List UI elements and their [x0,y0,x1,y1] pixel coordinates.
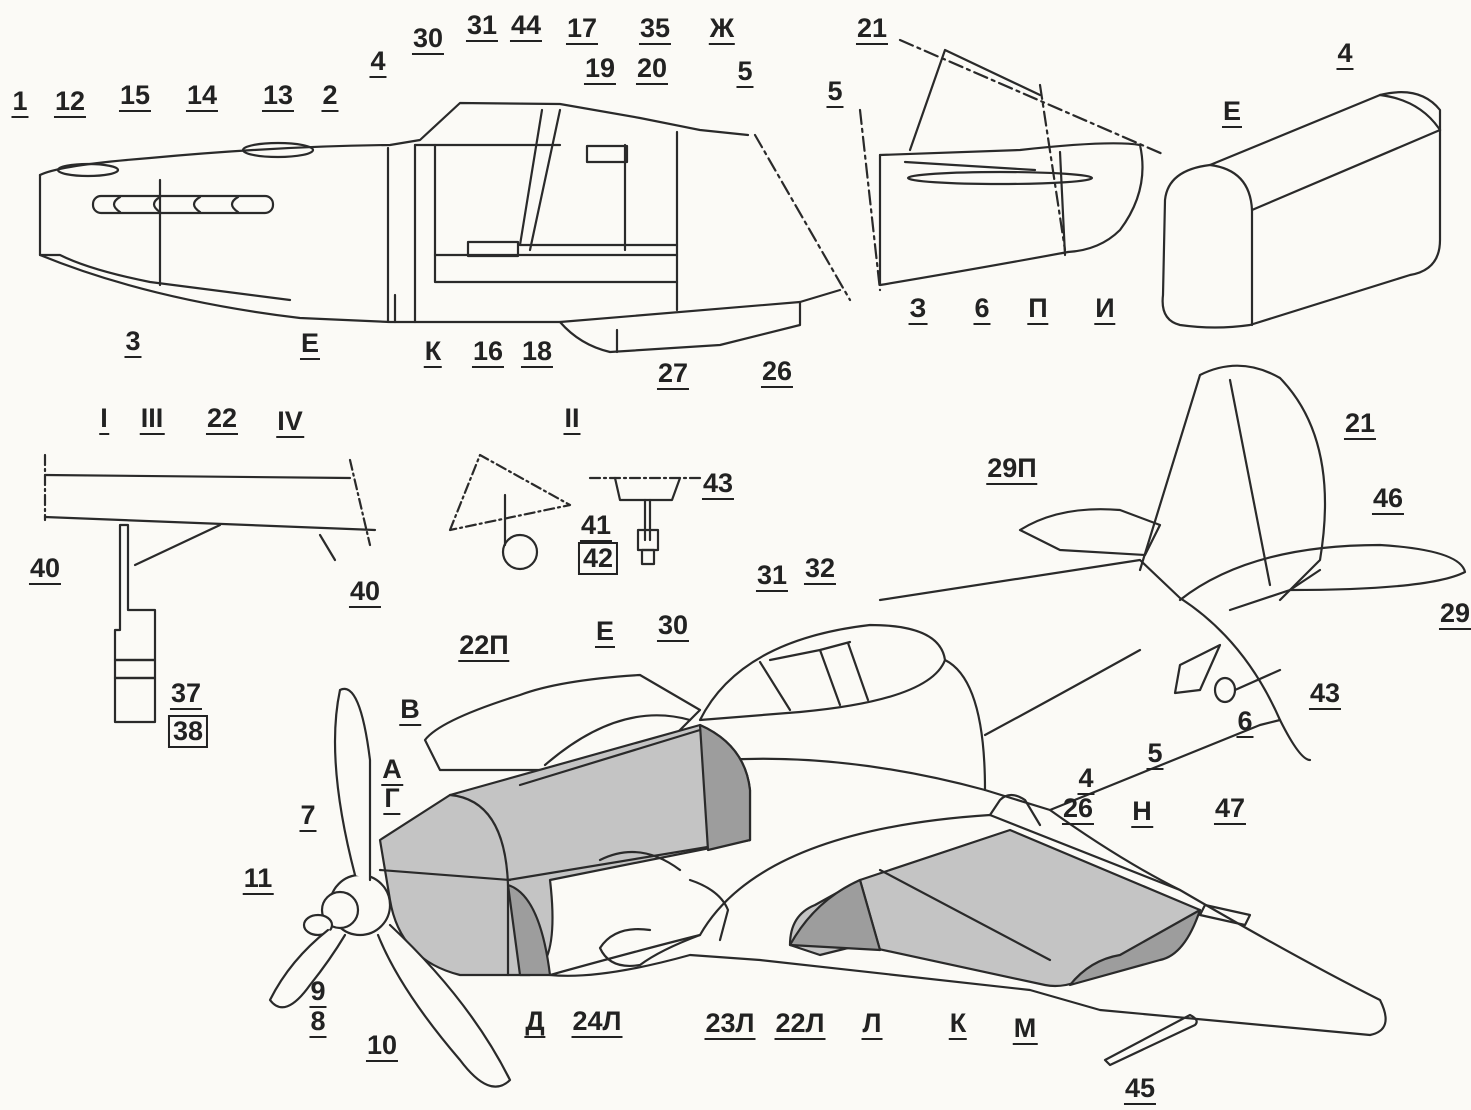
label-m-24l: 24Л [571,1006,623,1038]
label-zh: Ж [708,13,736,45]
label-m-7: 7 [299,800,317,832]
label-m-32: 32 [803,553,837,585]
label-g-41: 41 [579,510,613,542]
label-m-g: Г [383,783,401,815]
label-m-30: 30 [656,610,690,642]
nose-block-3d [1161,91,1442,329]
label-26: 26 [760,356,794,388]
label-1: 1 [11,86,29,118]
fuselage-side-view [38,101,852,354]
label-m-43: 43 [1308,678,1342,710]
label-m-22p: 22П [458,630,510,662]
label-m-45: 45 [1123,1073,1157,1105]
label-w-38: 38 [167,715,209,748]
wing-detail [43,453,377,724]
label-g-42: 42 [577,542,619,575]
label-w-IV: IV [276,406,304,438]
label-15: 15 [118,80,152,112]
label-27: 27 [656,358,690,390]
label-m-l: Л [861,1008,883,1040]
label-m-n: Н [1131,796,1153,828]
label-m-v: В [399,694,421,726]
label-r-6: 6 [973,293,991,325]
label-5: 5 [736,56,754,88]
label-m-a: А [381,754,403,786]
label-m-6: 6 [1236,706,1254,738]
label-r-p: П [1027,293,1049,325]
label-44: 44 [509,10,543,42]
label-20: 20 [635,53,669,85]
label-3: 3 [124,326,142,358]
tail-side-view [858,38,1167,292]
label-35: 35 [638,13,672,45]
label-m-8: 8 [309,1006,327,1038]
label-m-k: К [948,1008,968,1040]
label-w-I: I [99,403,109,435]
label-g-II: II [563,403,581,435]
label-18: 18 [520,336,554,368]
label-m-5: 5 [1146,738,1164,770]
label-w-III: III [139,403,165,435]
label-w-22: 22 [205,403,239,435]
label-12: 12 [53,86,87,118]
label-b-e: Е [1221,96,1243,128]
label-4: 4 [369,46,387,78]
label-w-37: 37 [169,678,203,710]
label-2: 2 [321,80,339,112]
label-e: Е [299,328,321,360]
label-w-40b: 40 [348,576,382,608]
label-m-31: 31 [755,560,789,592]
label-r-i: И [1094,293,1116,325]
landing-gear-detail [448,453,702,571]
label-r-5: 5 [826,76,844,108]
label-k: К [423,336,443,368]
label-m-m: М [1012,1013,1038,1045]
label-m-e: Е [594,616,616,648]
label-b-4: 4 [1336,38,1354,70]
label-g-43: 43 [701,468,735,500]
label-17: 17 [565,13,599,45]
label-r-21: 21 [855,13,889,45]
label-m-9: 9 [309,976,327,1008]
label-16: 16 [471,336,505,368]
label-m-29: 29 [1438,598,1471,630]
label-m-29p: 29П [986,453,1038,485]
label-m-22l: 22Л [774,1008,826,1040]
label-m-23l: 23Л [704,1008,756,1040]
label-w-40a: 40 [28,553,62,585]
label-m-47: 47 [1213,793,1247,825]
label-13: 13 [261,80,295,112]
label-m-26: 26 [1061,793,1095,825]
aircraft-isometric [268,364,1467,1088]
label-14: 14 [185,80,219,112]
label-m-21: 21 [1343,408,1377,440]
label-m-4: 4 [1077,763,1095,795]
label-m-11: 11 [242,863,274,895]
label-m-46: 46 [1371,483,1405,515]
label-m-d: Д [524,1006,546,1038]
label-30: 30 [411,23,445,55]
label-r-z: З [908,293,928,325]
label-19: 19 [583,53,617,85]
label-m-10: 10 [365,1030,399,1062]
label-31: 31 [465,10,499,42]
